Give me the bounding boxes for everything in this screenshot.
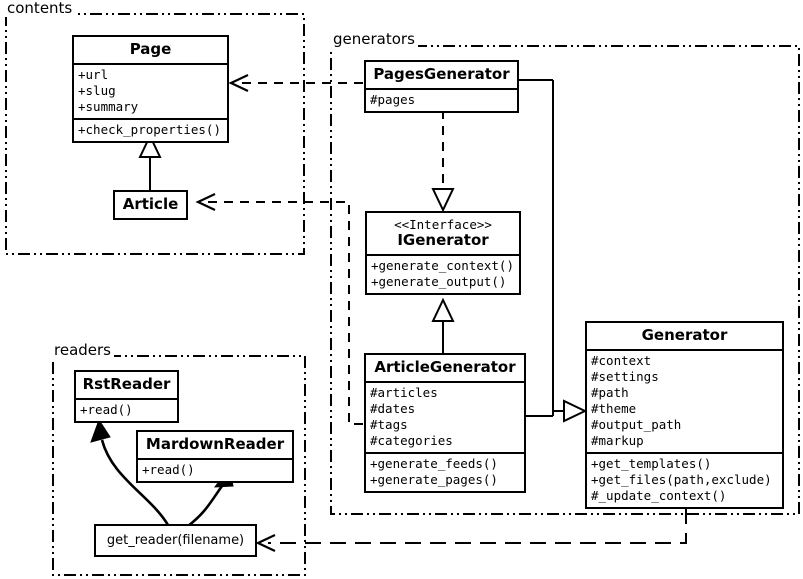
- operation-item: +generate_output(): [371, 274, 507, 289]
- class-operations-mardownreader: +read(): [138, 458, 292, 481]
- class-name-igenerator: IGenerator: [397, 231, 489, 249]
- class-attributes-articlegenerator: #articles #dates #tags #categories: [366, 381, 524, 452]
- attribute-item: #output_path: [591, 417, 682, 432]
- generalization-articlegenerator-to-generator: [526, 411, 554, 417]
- attribute-item: #settings: [591, 369, 659, 384]
- attribute-item: +slug: [78, 83, 116, 98]
- operation-item: +get_files(path,exclude): [591, 472, 772, 487]
- class-box-generator[interactable]: Generator #context #settings #path #them…: [585, 321, 784, 509]
- attribute-item: #path: [591, 385, 629, 400]
- operation-item: +generate_pages(): [370, 472, 498, 487]
- class-attributes-generator: #context #settings #path #theme #output_…: [587, 349, 782, 452]
- class-name-articlegenerator: ArticleGenerator: [374, 358, 516, 376]
- attribute-item: #articles: [370, 385, 438, 400]
- class-name-mardownreader: MardownReader: [145, 435, 285, 453]
- attribute-item: #categories: [370, 433, 453, 448]
- attribute-item: #context: [591, 353, 652, 368]
- package-border-contents: [5, 13, 305, 255]
- operation-item: +get_templates(): [591, 456, 712, 471]
- class-box-article[interactable]: Article: [113, 190, 188, 220]
- class-stereotype-igenerator: <<Interface>>: [394, 217, 492, 232]
- operation-item: +generate_context(): [371, 258, 514, 273]
- class-box-rstreader[interactable]: RstReader +read(): [74, 370, 179, 423]
- realization-pagesgenerator-to-igenerator: [431, 110, 455, 213]
- generalization-articlegenerator-to-igenerator: [431, 297, 455, 354]
- class-name-generator: Generator: [641, 326, 728, 344]
- generalization-pagesgenerator-to-generator: [519, 79, 588, 423]
- package-label-readers: readers: [51, 341, 114, 359]
- attribute-item: #pages: [370, 92, 416, 107]
- class-box-page[interactable]: Page +url +slug +summary +check_properti…: [72, 35, 229, 143]
- operation-item: +generate_feeds(): [370, 456, 498, 471]
- function-box-get-reader[interactable]: get_reader(filename): [94, 524, 257, 557]
- dependency-articlegenerator-to-article: [195, 193, 363, 425]
- operation-item: +check_properties(): [78, 122, 221, 137]
- usage-getreader-to-rstreader: [90, 418, 170, 526]
- attribute-item: +summary: [78, 99, 139, 114]
- operation-item: +read(): [142, 462, 195, 477]
- class-box-mardownreader[interactable]: MardownReader +read(): [136, 430, 294, 483]
- class-operations-generator: +get_templates() +get_files(path,exclude…: [587, 452, 782, 507]
- attribute-item: #tags: [370, 417, 408, 432]
- class-name-article: Article: [122, 195, 179, 213]
- class-name-pagesgenerator: PagesGenerator: [373, 65, 510, 83]
- function-label-get-reader: get_reader(filename): [106, 533, 245, 548]
- class-name-rstreader: RstReader: [82, 375, 171, 393]
- class-attributes-pagesgenerator: #pages: [366, 88, 517, 111]
- class-operations-igenerator: +generate_context() +generate_output(): [367, 254, 519, 293]
- attribute-item: +url: [78, 67, 109, 82]
- package-label-generators: generators: [330, 30, 418, 48]
- class-attributes-page: +url +slug +summary: [74, 63, 227, 118]
- attribute-item: #dates: [370, 401, 416, 416]
- package-border-generators: [330, 45, 800, 515]
- dependency-pagesgenerator-to-page: [228, 74, 363, 92]
- class-name-page: Page: [129, 40, 172, 58]
- generalization-article-to-page: [138, 133, 162, 191]
- dependency-generator-to-getreader: [255, 508, 687, 552]
- operation-item: +read(): [80, 402, 133, 417]
- attribute-item: #theme: [591, 401, 637, 416]
- class-operations-page: +check_properties(): [74, 118, 227, 141]
- class-operations-articlegenerator: +generate_feeds() +generate_pages(): [366, 452, 524, 491]
- class-box-articlegenerator[interactable]: ArticleGenerator #articles #dates #tags …: [364, 353, 526, 493]
- attribute-item: #markup: [591, 433, 644, 448]
- operation-item: #_update_context(): [591, 488, 727, 503]
- package-border-readers: [52, 355, 306, 576]
- class-operations-rstreader: +read(): [76, 398, 177, 421]
- class-box-pagesgenerator[interactable]: PagesGenerator #pages: [364, 60, 519, 113]
- class-box-igenerator[interactable]: <<Interface>> IGenerator +generate_conte…: [365, 211, 521, 295]
- package-label-contents: contents: [4, 0, 76, 17]
